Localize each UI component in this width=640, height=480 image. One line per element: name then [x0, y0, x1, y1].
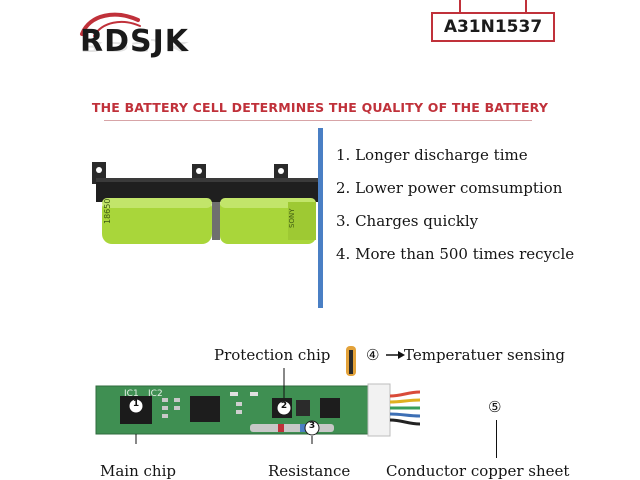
resistance-label: Resistance — [268, 462, 351, 480]
headline: THE BATTERY CELL DETERMINES THE QUALITY … — [91, 100, 549, 115]
svg-text:SONY: SONY — [288, 208, 296, 228]
arrow-right-icon — [386, 351, 405, 359]
feature-item: 4. More than 500 times recycle — [336, 245, 575, 263]
brand-logo: RDSJK RDSJK — [76, 10, 256, 76]
marker-1: 1 — [132, 399, 140, 409]
feature-list: 1. Longer discharge time 2. Lower power … — [336, 144, 574, 276]
conductor-marker: ⑤ — [488, 398, 502, 416]
temperature-sensing-label: Temperatuer sensing — [404, 346, 566, 364]
main-chip-label: Main chip — [100, 462, 176, 480]
temperature-marker: ④ — [366, 346, 380, 364]
conductor-leader-line — [496, 420, 497, 458]
conductor-label: Conductor copper sheet — [386, 462, 570, 480]
feature-item: 3. Charges quickly — [336, 212, 479, 230]
feature-item: 1. Longer discharge time — [336, 146, 528, 164]
ic1-silkscreen: IC1 — [124, 389, 139, 399]
marker-3: 3 — [308, 421, 316, 431]
protection-board-image — [95, 346, 420, 444]
headline-underline — [104, 120, 532, 121]
model-code-tag: A31N1537 — [431, 12, 555, 42]
model-tag-string-right — [525, 0, 527, 12]
model-tag-string-left — [459, 0, 461, 12]
protection-chip-label: Protection chip — [214, 346, 331, 364]
battery-pack-image: 18650 SONY — [92, 162, 318, 244]
svg-text:18650: 18650 — [103, 199, 112, 224]
logo-swoosh-icon — [80, 12, 141, 37]
brand-name-reflection: RDSJK — [80, 38, 190, 54]
ic2-silkscreen: IC2 — [148, 389, 163, 399]
feature-item: 2. Lower power comsumption — [336, 179, 563, 197]
section-divider — [318, 128, 323, 308]
brand-name: RDSJK — [80, 24, 190, 59]
marker-2: 2 — [280, 401, 288, 411]
